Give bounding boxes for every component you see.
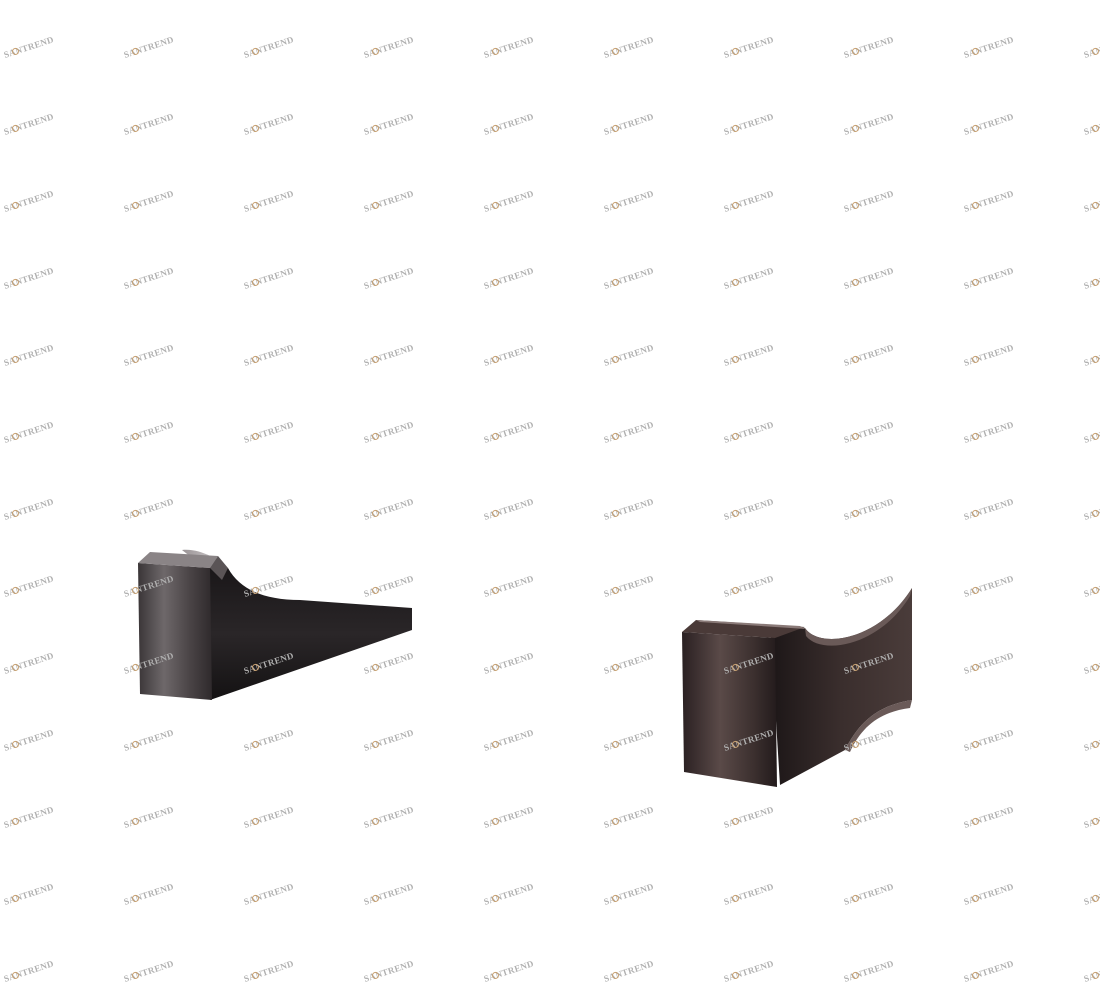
right-leg-front-face xyxy=(682,632,777,787)
left-leg-front-face xyxy=(138,563,212,700)
left-leg-body xyxy=(205,568,412,700)
right-leg-body xyxy=(770,588,912,785)
